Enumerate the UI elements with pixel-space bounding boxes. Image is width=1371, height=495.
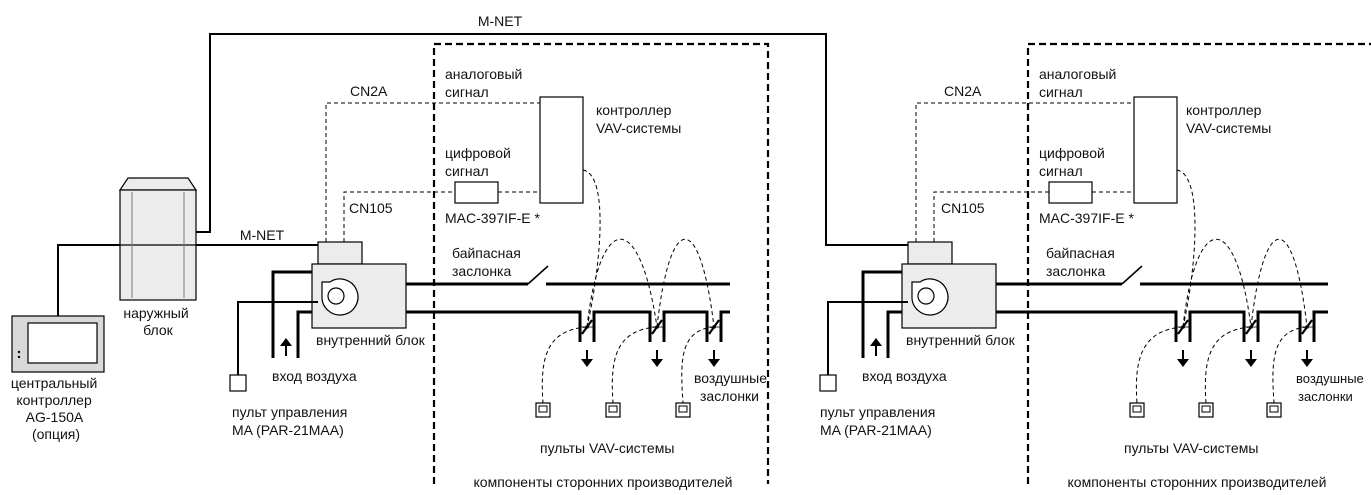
vav-panel-wire-3-left [681,326,715,404]
third-party-label-left: компоненты сторонних производителей [474,474,733,490]
vav-panel-1-right [1129,402,1145,418]
cn2a-label-left: CN2A [350,83,388,99]
air-dampers-label-left: воздушные заслонки [694,370,771,404]
supply-branch-2-right [1256,310,1302,342]
remote-ma-wire-left [237,301,318,375]
system-right: компоненты сторонних производителей CN2A… [819,42,1371,490]
remote-ma-label-left: пульт управления MA (PAR-21MAA) [232,404,351,438]
interface-label-left: MAC-397IF-E * [445,210,540,226]
third-party-label-right: компоненты сторонних производителей [1068,474,1327,490]
return-duct-inner-left [296,310,312,358]
cn105-label-left: CN105 [349,200,393,216]
cn105-wire-right [933,191,1049,242]
bypass-damper-label-left: байпасная заслонка [452,245,525,279]
third-party-frame-right [1026,42,1371,484]
vav-panel-3-right [1266,402,1282,418]
analog-signal-label-left: аналоговый сигнал [445,66,526,100]
central-controller-label: центральный контроллер AG-150A (опция) [11,375,101,442]
air-dampers-label-right: воздушные заслонки [1296,371,1367,404]
vav-panel-3-left [675,402,691,418]
return-duct-inner-right [886,310,902,358]
cn105-wire-left [343,191,455,242]
remote-ma-left [229,374,247,392]
vav-panel-2-left [605,402,621,418]
mac397-interface-right [1048,181,1093,204]
vav-controller-left [539,96,584,204]
supply-arrow-2-right [1245,350,1257,367]
indoor-unit-terminal-right [907,241,953,265]
central-controller-connection [57,244,120,316]
mnet-top-label: M-NET [478,13,523,29]
supply-branch-1-right [1188,310,1246,342]
vav-controller-right [1133,96,1178,204]
air-inlet-arrow-left [280,338,292,356]
third-party-frame-left [432,42,770,484]
supply-branch-3-right [1312,310,1328,342]
central-controller-label-line-1: центральный [11,375,97,391]
supply-arrow-1-right [1177,350,1189,367]
central-controller-label-line-4: (опция) [32,426,80,442]
outdoor-unit [118,177,198,301]
vav-controller-label-left: контроллер VAV-системы [596,102,681,136]
vav-control-wire-left [582,169,601,328]
vav-panels-label-left: пульты VAV-системы [540,440,674,456]
vav-control-wire-right [1176,169,1196,328]
outdoor-unit-label-line-1: наружный [123,305,188,321]
indoor-unit-left [311,263,407,329]
cn2a-wire-left [325,102,540,242]
vav-panels-label-right: пульты VAV-системы [1124,440,1258,456]
indoor-unit-fan-icon [321,278,359,316]
remote-ma-wire-right [827,301,908,375]
remote-ma-right [819,374,837,392]
supply-arrow-3-left [708,350,720,367]
digital-signal-label-left: цифровой сигнал [445,145,515,179]
return-duct-outer-right [861,270,902,358]
indoor-unit-terminal-left [317,241,363,265]
bypass-damper-right [1121,265,1143,285]
bypass-damper-label-right: байпасная заслонка [1046,245,1119,279]
indoor-unit-label-left: внутренний блок [316,332,426,348]
damper-arc-1-left [586,239,658,328]
supply-branch-1-left [592,310,652,342]
mac397-interface-left [454,181,499,204]
indoor-unit-label-right: внутренний блок [906,332,1016,348]
digital-signal-label-right: цифровой сигнал [1039,145,1109,179]
return-duct-outer-left [271,270,312,358]
supply-branch-2-left [662,310,709,342]
system-left: компоненты сторонних производителей CN2A… [229,42,771,490]
supply-duct-bottom-left [406,310,582,342]
central-controller-label-line-2: контроллер [16,392,92,408]
vav-controller-label-right: контроллер VAV-системы [1186,102,1271,136]
air-inlet-arrow-right [870,338,882,356]
supply-arrow-3-right [1301,350,1313,367]
outdoor-unit-label-line-2: блок [143,322,174,338]
central-controller-label-line-3: AG-150A [26,409,84,425]
supply-branch-3-left [719,310,730,342]
remote-ma-label-right: пульт управления MA (PAR-21MAA) [820,404,939,438]
supply-arrow-1-left [581,350,593,367]
air-inlet-label-left: вход воздуха [272,368,357,384]
mnet-trunk-line [196,33,910,246]
cn2a-label-right: CN2A [944,83,982,99]
supply-duct-bottom-right [996,310,1178,342]
bypass-damper-left [527,265,549,285]
air-inlet-label-right: вход воздуха [862,368,947,384]
analog-signal-label-right: аналоговый сигнал [1039,66,1120,100]
indoor-unit-fan-icon [911,278,949,316]
outdoor-unit-label: наружный блок [123,305,192,338]
central-controller [11,315,105,373]
vav-panel-2-right [1198,402,1214,418]
damper-arc-1-right [1182,239,1252,328]
interface-label-right: MAC-397IF-E * [1039,210,1134,226]
vav-panel-wire-3-right [1272,326,1308,404]
mnet-left-label: M-NET [240,227,285,243]
supply-arrow-2-left [651,350,663,367]
cn105-label-right: CN105 [941,200,985,216]
vav-panel-1-left [535,402,551,418]
